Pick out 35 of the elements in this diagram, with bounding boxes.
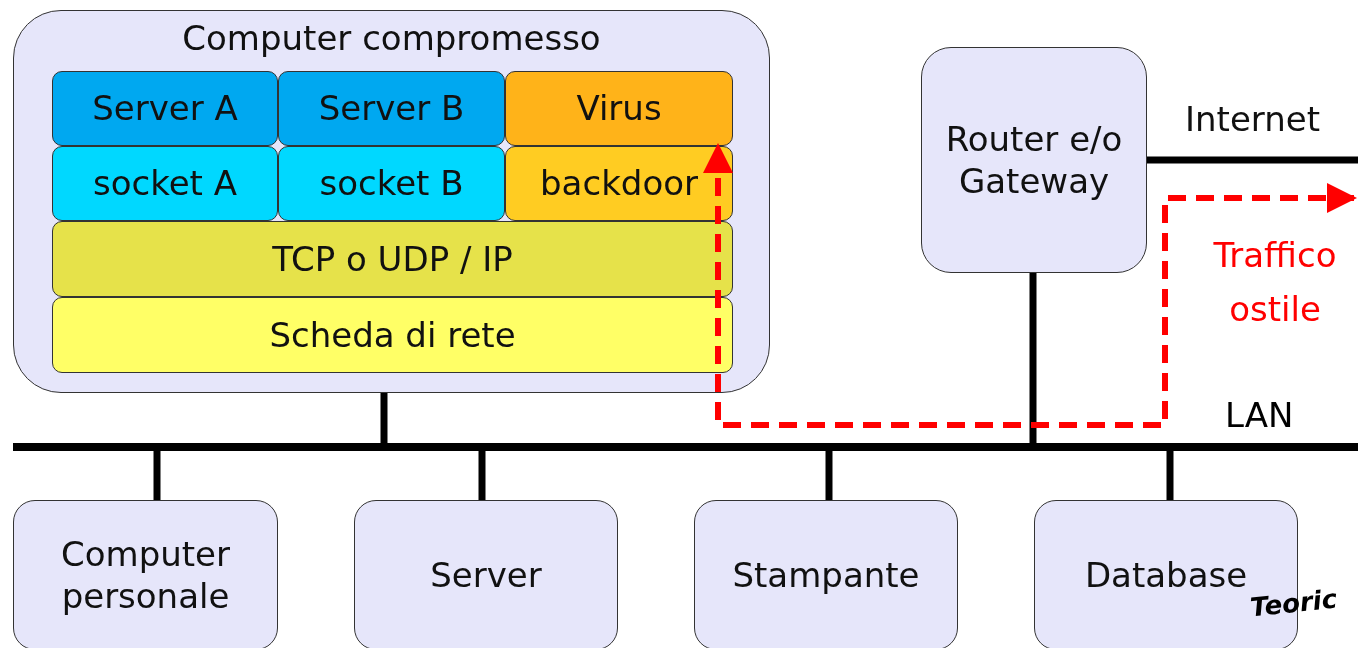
layer-box	[505, 146, 733, 221]
box-label: Server B	[318, 87, 465, 130]
box-label: Virus	[576, 87, 662, 130]
router-box	[921, 47, 1147, 273]
layer-box	[278, 71, 505, 146]
box-label: socket B	[319, 162, 464, 205]
footer-text: Teoric	[1248, 583, 1339, 623]
edge-label: Traffico ostile	[1212, 234, 1338, 332]
computer-panel	[13, 10, 770, 393]
box-label: socket A	[93, 162, 237, 205]
network-label: LAN	[1225, 395, 1294, 435]
box-label: backdoor	[540, 162, 698, 205]
network-link	[1029, 273, 1037, 443]
network-link	[380, 393, 388, 443]
box-label: TCP o UDP / IP	[272, 237, 513, 281]
device-box	[354, 500, 618, 648]
box-label: Server A	[92, 87, 238, 130]
device-box	[13, 500, 278, 648]
box-label: Database	[1084, 553, 1248, 597]
box-label: Server	[430, 553, 542, 597]
layer-box	[52, 71, 278, 146]
box-label: Stampante	[732, 553, 920, 597]
layer-box	[52, 146, 278, 221]
panel-title: Computer compromesso	[182, 17, 601, 60]
box-label: Computer personale	[60, 532, 231, 618]
box-label: Router e/o Gateway	[944, 117, 1124, 203]
layer-box	[52, 297, 733, 373]
edge-label: Internet	[1185, 98, 1320, 141]
device-box	[694, 500, 958, 648]
layer-box	[278, 146, 505, 221]
box-label: Scheda di rete	[269, 313, 516, 357]
layer-box	[505, 71, 733, 146]
layer-box	[52, 221, 733, 297]
dashed-arrow	[703, 143, 1357, 428]
network-link	[1147, 156, 1358, 164]
